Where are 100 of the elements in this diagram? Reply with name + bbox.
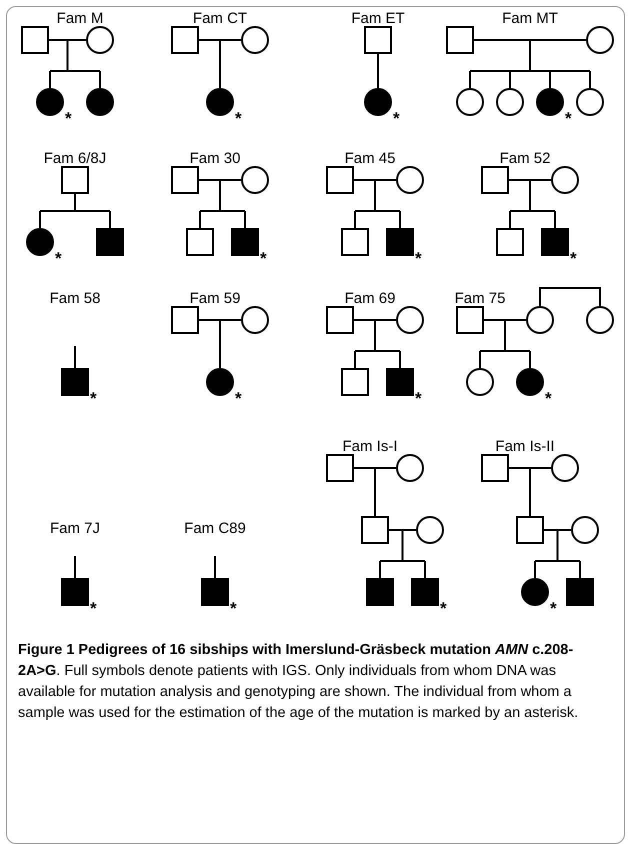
open-square-symbol xyxy=(341,228,369,256)
asterisk-mark: * xyxy=(415,250,422,267)
filled-circle-symbol xyxy=(26,228,54,256)
pedigree-line xyxy=(549,71,551,88)
family-label: Fam ET xyxy=(351,10,405,27)
pedigree-line xyxy=(354,351,356,368)
pedigree-line xyxy=(479,319,531,352)
filled-circle-symbol xyxy=(521,578,549,606)
pedigree-line xyxy=(529,468,531,499)
pedigree-line xyxy=(534,529,581,562)
asterisk-mark: * xyxy=(545,390,552,407)
pedigree-line xyxy=(219,320,221,351)
pedigree-line xyxy=(354,211,356,228)
pedigree-line xyxy=(529,351,531,368)
family-label: Fam 6/8J xyxy=(44,150,106,167)
pedigree-line xyxy=(219,40,221,71)
pedigree-line xyxy=(199,179,246,212)
pedigree-line xyxy=(589,71,591,88)
pedigree-line xyxy=(244,211,246,228)
filled-circle-symbol xyxy=(516,368,544,396)
pedigree-line xyxy=(374,468,376,499)
asterisk-mark: * xyxy=(440,600,447,617)
pedigree-line xyxy=(199,39,241,41)
family-label: Fam MT xyxy=(502,10,558,27)
family-label: Fam 69 xyxy=(344,290,396,307)
pedigree-line xyxy=(214,556,216,578)
open-square-symbol xyxy=(446,26,474,54)
open-circle-symbol xyxy=(551,166,579,194)
pedigree-line xyxy=(469,71,471,88)
asterisk-mark: * xyxy=(90,390,97,407)
filled-square-symbol xyxy=(61,368,89,396)
pedigree-line xyxy=(424,561,426,578)
open-square-symbol xyxy=(341,368,369,396)
asterisk-mark: * xyxy=(570,250,577,267)
asterisk-mark: * xyxy=(550,600,557,617)
pedigree-line xyxy=(509,71,511,88)
open-circle-symbol xyxy=(526,306,554,334)
family-label: Fam 30 xyxy=(190,150,240,167)
pedigree-line xyxy=(39,193,111,212)
open-square-symbol xyxy=(481,454,509,482)
family-label: Fam Is-I xyxy=(342,438,398,455)
pedigree-line xyxy=(377,54,379,71)
filled-square-symbol xyxy=(541,228,569,256)
asterisk-mark: * xyxy=(65,110,72,127)
pedigree-line xyxy=(377,71,379,88)
filled-circle-symbol xyxy=(536,88,564,116)
pedigree-line xyxy=(49,71,51,88)
pedigree-line xyxy=(219,71,221,88)
asterisk-mark: * xyxy=(230,600,237,617)
family-label: Fam 7J xyxy=(50,520,100,537)
open-circle-symbol xyxy=(586,306,614,334)
pedigree-line xyxy=(544,529,571,531)
pedigree-line xyxy=(554,211,556,228)
open-circle-symbol xyxy=(396,306,424,334)
asterisk-mark: * xyxy=(565,110,572,127)
pedigree-line xyxy=(199,211,201,228)
family-label: Fam 59 xyxy=(190,290,240,307)
pedigree-line xyxy=(484,319,526,321)
open-square-symbol xyxy=(61,166,89,194)
asterisk-mark: * xyxy=(235,390,242,407)
pedigree-line xyxy=(354,467,396,469)
open-square-symbol xyxy=(481,166,509,194)
pedigree-line xyxy=(99,71,101,88)
filled-square-symbol xyxy=(201,578,229,606)
open-square-symbol xyxy=(496,228,524,256)
open-square-symbol xyxy=(171,306,199,334)
open-circle-symbol xyxy=(576,88,604,116)
pedigree-line xyxy=(39,211,41,228)
asterisk-mark: * xyxy=(415,390,422,407)
pedigree-line xyxy=(219,351,221,368)
pedigree-line xyxy=(479,351,481,368)
open-square-symbol xyxy=(326,454,354,482)
open-square-symbol xyxy=(456,306,484,334)
open-circle-symbol xyxy=(571,516,599,544)
open-circle-symbol xyxy=(416,516,444,544)
asterisk-mark: * xyxy=(393,110,400,127)
open-circle-symbol xyxy=(551,454,579,482)
family-label: Fam M xyxy=(56,10,104,27)
open-circle-symbol xyxy=(396,166,424,194)
family-label: Fam 75 xyxy=(454,290,506,307)
open-square-symbol xyxy=(361,516,389,544)
filled-square-symbol xyxy=(366,578,394,606)
open-circle-symbol xyxy=(86,26,114,54)
pedigree-line xyxy=(379,529,426,562)
pedigree-line xyxy=(539,287,601,306)
pedigree-line xyxy=(579,561,581,578)
family-label: Fam CT xyxy=(192,10,248,27)
pedigree-line xyxy=(49,39,101,72)
pedigree-line xyxy=(469,39,591,72)
pedigree-line xyxy=(354,179,396,181)
family-label: Fam 52 xyxy=(500,150,550,167)
open-circle-symbol xyxy=(396,454,424,482)
filled-square-symbol xyxy=(386,368,414,396)
filled-square-symbol xyxy=(61,578,89,606)
open-circle-symbol xyxy=(241,166,269,194)
asterisk-mark: * xyxy=(55,250,62,267)
filled-circle-symbol xyxy=(36,88,64,116)
filled-square-symbol xyxy=(386,228,414,256)
pedigree-line xyxy=(509,467,551,469)
filled-square-symbol xyxy=(231,228,259,256)
